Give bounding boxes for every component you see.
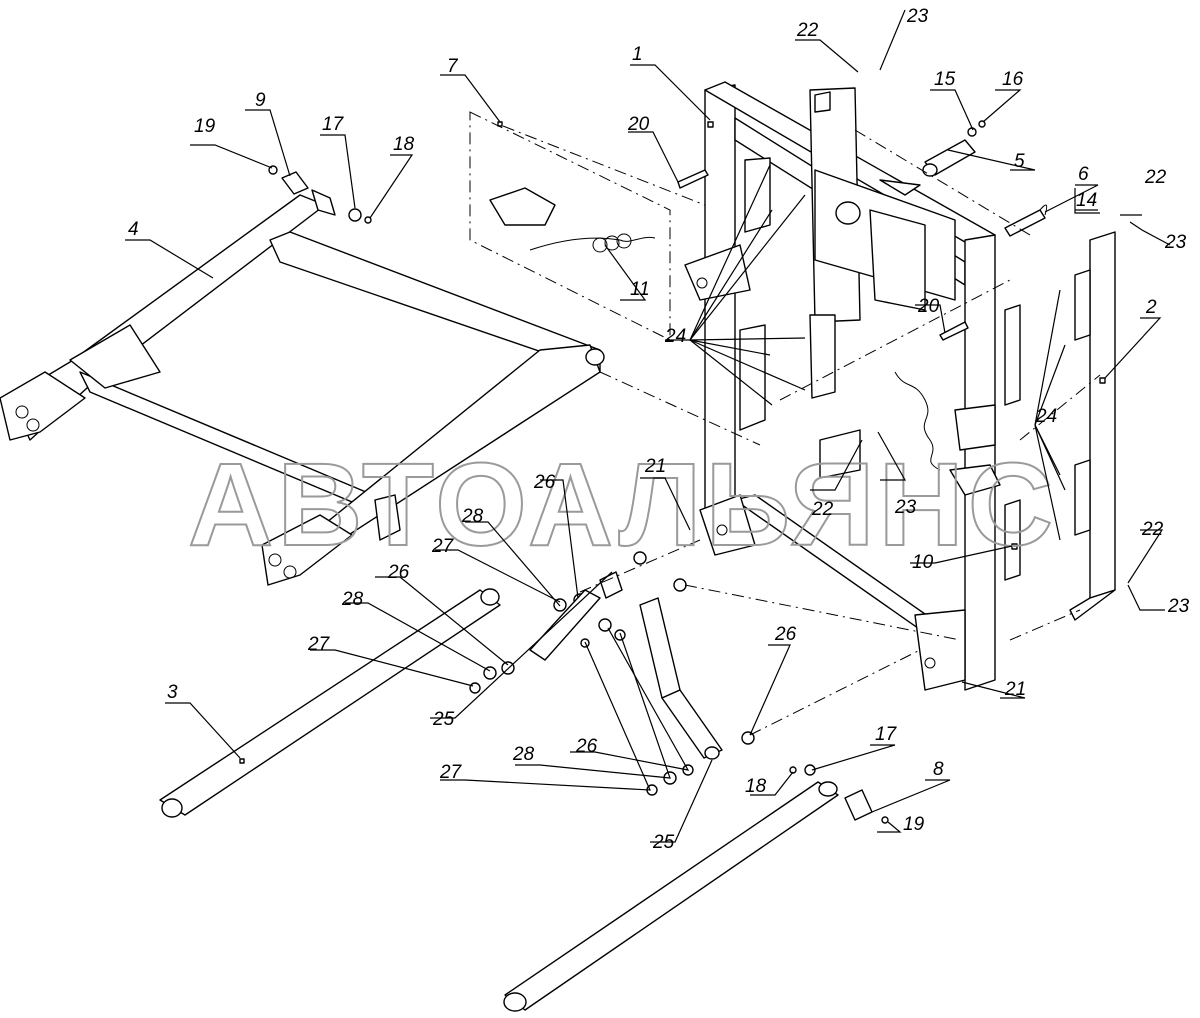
part-2-right-frame bbox=[1004, 231, 1116, 621]
callout-17-lower: 17 bbox=[875, 724, 898, 745]
leader-lines bbox=[125, 9, 1171, 843]
callout-25-lower: 25 bbox=[652, 832, 675, 853]
callout-20-lower: 20 bbox=[917, 296, 940, 317]
callout-3: 3 bbox=[167, 682, 178, 703]
callout-24-left: 24 bbox=[664, 326, 686, 347]
callout-9: 9 bbox=[255, 90, 266, 111]
callout-26-left: 26 bbox=[387, 562, 410, 583]
callout-7: 7 bbox=[447, 56, 459, 77]
callout-26-right: 26 bbox=[774, 624, 797, 645]
callout-21-upper: 21 bbox=[644, 456, 666, 477]
callout-23-middle: 23 bbox=[894, 497, 917, 518]
part-4-upper-frame bbox=[0, 189, 605, 586]
callout-18-upper: 18 bbox=[393, 134, 415, 155]
callout-24-right: 24 bbox=[1035, 406, 1057, 427]
callout-14: 14 bbox=[1076, 190, 1097, 211]
callout-labels: 1 2 3 4 5 6 7 8 9 10 11 14 15 16 17 17 1… bbox=[128, 6, 1190, 853]
callout-18-lower: 18 bbox=[745, 776, 767, 797]
callout-22-right-lower: 22 bbox=[1141, 519, 1164, 540]
spring-assembly-right bbox=[894, 371, 1001, 496]
callout-28-left: 28 bbox=[341, 589, 364, 610]
callout-23-right-lower: 23 bbox=[1167, 596, 1190, 617]
callout-28-bottom: 28 bbox=[512, 744, 535, 765]
callout-23-top: 23 bbox=[906, 6, 929, 27]
part-1-main-frame bbox=[684, 81, 996, 691]
callout-22-top: 22 bbox=[796, 20, 819, 41]
centerlines bbox=[502, 125, 1101, 736]
callout-10: 10 bbox=[912, 552, 934, 573]
callout-23-right-upper: 23 bbox=[1164, 232, 1187, 253]
callout-16: 16 bbox=[1002, 69, 1024, 90]
callout-20-upper: 20 bbox=[627, 114, 650, 135]
callout-28-top: 28 bbox=[461, 506, 484, 527]
callout-26-top: 26 bbox=[533, 472, 556, 493]
callout-4: 4 bbox=[128, 219, 139, 240]
callout-25-left: 25 bbox=[432, 709, 455, 730]
part-8-lower-right-bar bbox=[503, 764, 889, 1012]
callout-27-left: 27 bbox=[307, 634, 331, 655]
watermark-text: АВТОАЛЬЯНС bbox=[188, 439, 1057, 571]
callout-5: 5 bbox=[1014, 151, 1025, 172]
part-20-bolts bbox=[677, 169, 969, 341]
callout-17-upper: 17 bbox=[322, 114, 345, 135]
callout-26-bottom: 26 bbox=[575, 736, 598, 757]
callout-27-top: 27 bbox=[431, 536, 455, 557]
part-7-chain-box bbox=[469, 111, 671, 341]
callout-19-lower: 19 bbox=[903, 814, 925, 835]
callout-2: 2 bbox=[1145, 297, 1157, 318]
callout-27-bottom: 27 bbox=[439, 762, 463, 783]
callout-11: 11 bbox=[630, 279, 650, 300]
part-5-pin bbox=[922, 120, 986, 177]
callout-14-box bbox=[1074, 188, 1100, 214]
callout-6: 6 bbox=[1078, 164, 1089, 185]
callout-22-middle: 22 bbox=[811, 499, 834, 520]
part-25-strut bbox=[639, 597, 723, 760]
callout-1: 1 bbox=[632, 44, 643, 65]
callout-15: 15 bbox=[934, 69, 956, 90]
callout-21-lower: 21 bbox=[1004, 679, 1026, 700]
callout-8: 8 bbox=[933, 759, 944, 780]
callout-22-right-upper: 22 bbox=[1144, 167, 1167, 188]
part-6-pin bbox=[1004, 204, 1048, 237]
callout-19-upper: 19 bbox=[194, 116, 216, 137]
